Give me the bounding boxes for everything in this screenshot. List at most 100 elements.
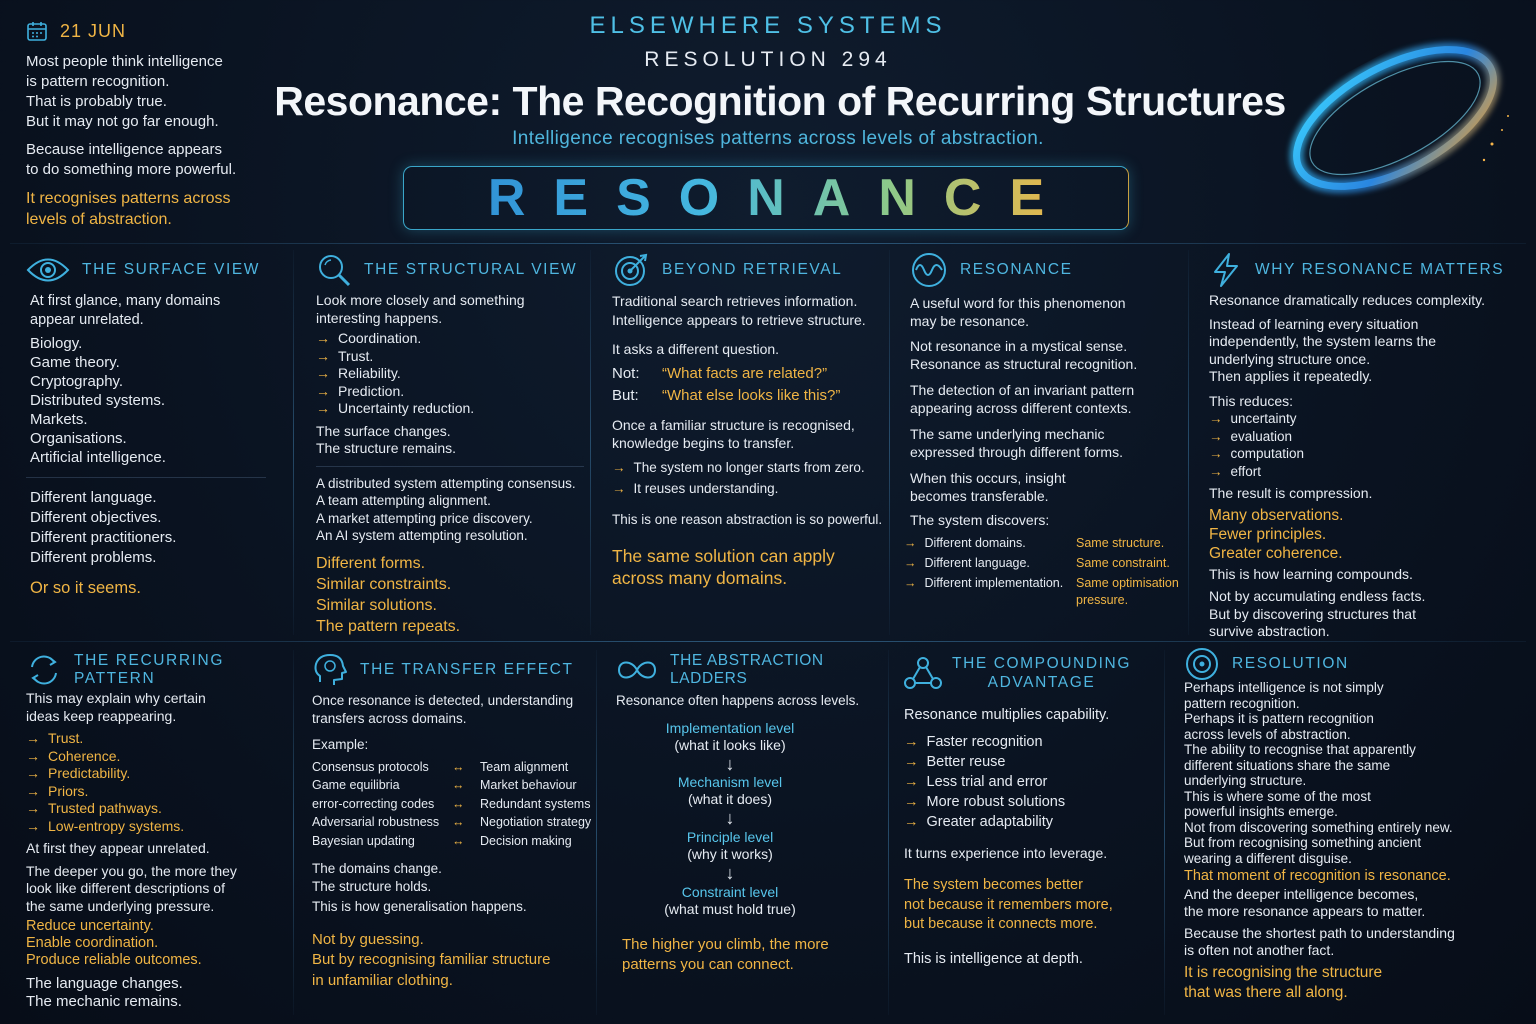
head-icon	[314, 654, 347, 685]
panel-compounding-advantage: THE COMPOUNDING ADVANTAGE Resonance mult…	[904, 654, 1160, 969]
resonance-banner: RESONANCE	[403, 166, 1129, 230]
list-item: Low-entropy systems.	[48, 817, 185, 834]
glowing-ring-graphic	[1289, 42, 1509, 194]
text-line: Resonance multiplies capability.	[904, 707, 1110, 723]
intro-line: Because intelligence appears	[26, 141, 222, 158]
divider	[293, 650, 294, 1015]
banner-text: RESONANCE	[460, 168, 1072, 228]
text-line: Not resonance in a mystical sense.	[910, 338, 1128, 354]
text-line: This reduces:	[1209, 392, 1294, 409]
text-line: The domains change.	[312, 861, 442, 876]
text-line: It turns experience into leverage.	[904, 845, 1108, 861]
text-line: Different problems.	[30, 549, 157, 566]
panel-beyond-retrieval: BEYOND RETRIEVAL Traditional search retr…	[612, 253, 884, 589]
text-line: across levels of abstraction.	[1184, 726, 1351, 742]
text-line: Then applies it repeatedly.	[1209, 368, 1373, 384]
domain-item: Organisations.	[30, 430, 127, 447]
panel-closing: Similar constraints.	[316, 575, 452, 593]
intro-line: That is probably true.	[26, 93, 167, 110]
list-item: Prediction.	[338, 382, 405, 399]
panel-closing: But by recognising familiar structure	[312, 951, 551, 968]
ladder-level-desc: (what it looks like)	[674, 737, 786, 753]
text-line: It asks a different question.	[612, 341, 780, 357]
text-line: Look more closely and something	[316, 292, 525, 308]
ladder-level-desc: (what it does)	[687, 791, 773, 807]
text-line: transfers across domains.	[312, 710, 467, 726]
text-line: A market attempting price discovery.	[316, 510, 533, 526]
text-line: Intelligence appears to retrieve structu…	[612, 311, 866, 328]
text-line: Different objectives.	[30, 509, 162, 526]
text-line: But by discovering structures that	[1209, 605, 1416, 622]
text-line: This may explain why certain	[26, 690, 206, 706]
text-line: Different language.	[30, 489, 157, 506]
list-item: Trusted pathways.	[48, 800, 162, 816]
text-line: This is how learning compounds.	[1209, 565, 1413, 582]
list-item: effort	[1230, 463, 1262, 479]
arrow-down-icon: ↓	[725, 754, 735, 774]
panel-abstraction-ladders: THE ABSTRACTION LADDERS Resonance often …	[616, 652, 884, 975]
text-line: survive abstraction.	[1209, 623, 1330, 639]
text-line: The system discovers:	[910, 512, 1050, 528]
but-question: “What else looks like this?”	[662, 386, 841, 404]
intro-highlight: levels of abstraction.	[26, 211, 172, 228]
list-item: Coordination.	[338, 330, 422, 346]
resolution-number: RESOLUTION 294	[644, 48, 892, 71]
text-line: The detection of an invariant pattern	[910, 382, 1135, 398]
lightning-icon	[1214, 253, 1238, 287]
text-line: The surface changes.	[316, 422, 451, 439]
divider	[293, 250, 294, 635]
text-line: And the deeper intelligence becomes,	[1184, 886, 1419, 902]
panel-closing: Not by guessing.	[312, 930, 424, 948]
network-icon	[904, 657, 942, 689]
not-question: “What facts are related?”	[662, 364, 828, 382]
calendar-icon	[27, 22, 47, 41]
highlight-line: but because it connects more.	[904, 916, 1098, 932]
text-line: This is how generalisation happens.	[312, 899, 527, 914]
text-line: Perhaps it is pattern recognition	[1184, 711, 1374, 726]
intro-line: Most people think intelligence	[26, 53, 223, 70]
divider	[888, 650, 889, 1015]
intro-text: Most people think intelligence is patter…	[26, 52, 276, 238]
pair-left: Different language.	[924, 556, 1030, 570]
domain-item: Artificial intelligence.	[30, 449, 166, 466]
text-line: Once a familiar structure is recognised,	[612, 416, 855, 433]
ladder-level-name: Constraint level	[681, 884, 779, 900]
not-label: Not:	[612, 364, 640, 382]
panel-title: ADVANTAGE	[987, 674, 1096, 691]
highlight-line: Greater coherence.	[1209, 544, 1343, 562]
panel-recurring-pattern: THE RECURRING PATTERN This may explain w…	[26, 652, 288, 1011]
list-item: computation	[1230, 446, 1305, 461]
text-line: Example:	[312, 737, 369, 752]
ladder-level-name: Principle level	[686, 829, 774, 845]
panel-title: THE STRUCTURAL VIEW	[364, 261, 578, 278]
arrow-down-icon: ↓	[725, 863, 735, 883]
pair-right: Same constraint.	[1076, 556, 1170, 570]
divider	[10, 641, 1526, 642]
panel-closing: Similar solutions.	[316, 596, 437, 614]
list-item: Uncertainty reduction.	[338, 400, 475, 416]
panel-resolution: RESOLUTION Perhaps intelligence is not s…	[1184, 648, 1520, 1003]
text-line: expressed through different forms.	[910, 444, 1123, 460]
panel-title: WHY RESONANCE MATTERS	[1255, 261, 1505, 278]
text-line: Resonance dramatically reduces complexit…	[1209, 292, 1485, 308]
divider	[596, 650, 597, 1015]
panel-closing: patterns you can connect.	[622, 956, 794, 973]
ladder-level-desc: (what must hold true)	[664, 901, 796, 917]
list-item: Trust.	[48, 730, 84, 746]
text-line: pattern recognition.	[1184, 695, 1300, 711]
domain-item: Distributed systems.	[30, 392, 166, 409]
highlight-line: That moment of recognition is resonance.	[1184, 868, 1451, 884]
text-line: knowledge begins to transfer.	[612, 435, 795, 451]
text-line: When this occurs, insight	[910, 470, 1066, 486]
target-icon	[615, 253, 648, 286]
intro-highlight: It recognises patterns across	[26, 190, 231, 207]
pair-left: Different domains.	[924, 536, 1026, 550]
panel-surface-view: THE SURFACE VIEW At first glance, many d…	[26, 254, 288, 599]
text-line: At first glance, many domains	[30, 293, 221, 309]
pair-right: Market behaviour	[480, 778, 577, 792]
text-line: is often not another fact.	[1184, 942, 1335, 958]
text-line: The same underlying mechanic	[910, 426, 1105, 442]
text-line: appear unrelated.	[30, 312, 144, 328]
pair-left: Different implementation.	[924, 576, 1064, 590]
date-label: 21 JUN	[26, 20, 126, 42]
